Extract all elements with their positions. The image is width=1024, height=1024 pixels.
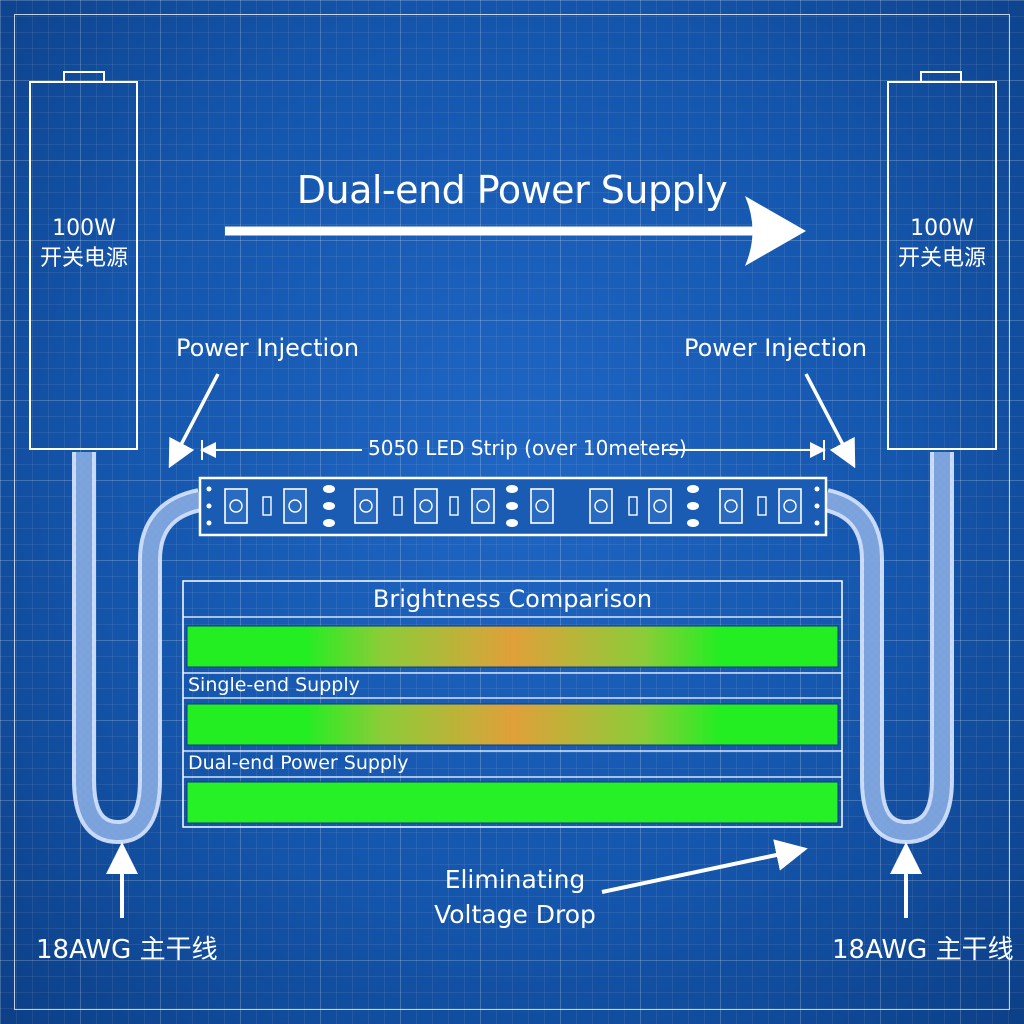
resistor [757, 496, 767, 516]
end-pad [206, 520, 212, 526]
injection-label-right: Power Injection [684, 334, 868, 362]
solder-pad [506, 485, 518, 493]
strip-label: 5050 LED Strip (over 10meters) [368, 436, 687, 460]
solder-pad [323, 502, 335, 510]
psu-left-watt: 100W [52, 216, 116, 241]
eliminating-note-line1: Eliminating [444, 865, 586, 894]
solder-pad [323, 519, 335, 527]
resistor [393, 496, 403, 516]
led-chip-lens [594, 499, 608, 513]
brightness-bar-dual-end [186, 781, 839, 824]
led-chip [414, 488, 438, 524]
led-chip [778, 488, 802, 524]
led-chip [224, 488, 248, 524]
end-pad [814, 486, 820, 492]
solder-pad [506, 502, 518, 510]
injection-label-left: Power Injection [176, 334, 360, 362]
led-chip-lens [783, 499, 797, 513]
brightness-bar-single-end [186, 703, 839, 746]
led-chip-lens [476, 499, 490, 513]
solder-pad [687, 502, 699, 510]
end-pad [206, 486, 212, 492]
led-chip-lens [229, 499, 243, 513]
cable-right [822, 452, 954, 845]
psu-left-name: 开关电源 [39, 246, 128, 271]
row-label-single-end: Single-end Supply [188, 674, 360, 696]
injection-arrow-left [168, 373, 220, 469]
brightness-comparison-panel [182, 580, 843, 828]
solder-pad [323, 485, 335, 493]
row-label-dual-end: Dual-end Power Supply [188, 752, 409, 774]
title-arrow [225, 196, 806, 266]
led-chip [589, 488, 613, 524]
resistor [449, 496, 459, 516]
psu-right-watt: 100W [910, 216, 974, 241]
resistor [262, 496, 272, 516]
led-chip [719, 488, 743, 524]
page-title: Dual-end Power Supply [296, 168, 728, 212]
end-pad [206, 503, 212, 509]
eliminating-arrow [601, 839, 808, 894]
led-chip-lens [288, 499, 302, 513]
cable-left [72, 452, 203, 845]
led-chip-lens [724, 499, 738, 513]
wire-label-left: 18AWG 主干线 [36, 935, 218, 965]
solder-pad [687, 519, 699, 527]
eliminating-note-line2: Voltage Drop [434, 900, 596, 929]
psu-left [29, 71, 138, 450]
psu-left-label: 100W 开关电源 [30, 214, 138, 274]
eliminating-note: Eliminating Voltage Drop [420, 862, 610, 932]
end-pad [814, 520, 820, 526]
led-chip-lens [653, 499, 667, 513]
led-chip-lens [359, 499, 373, 513]
led-chip [648, 488, 672, 524]
brightness-bar-1 [186, 625, 839, 668]
solder-pad [687, 485, 699, 493]
psu-right-name: 开关电源 [897, 246, 986, 271]
solder-pad [506, 519, 518, 527]
led-chip [530, 488, 554, 524]
resistor [628, 496, 638, 516]
psu-right-label: 100W 开关电源 [888, 214, 996, 274]
blueprint-frame [14, 14, 1010, 1010]
led-chip [283, 488, 307, 524]
strip-dimension [200, 440, 826, 460]
injection-arrow-right [804, 373, 856, 469]
led-chip [354, 488, 378, 524]
led-chip-lens [535, 499, 549, 513]
led-chip [471, 488, 495, 524]
led-strip [198, 476, 828, 537]
psu-right [887, 71, 997, 450]
wire-label-right: 18AWG 主干线 [832, 935, 1014, 965]
end-pad [814, 503, 820, 509]
comparison-title: Brightness Comparison [372, 585, 653, 613]
led-chip-lens [419, 499, 433, 513]
